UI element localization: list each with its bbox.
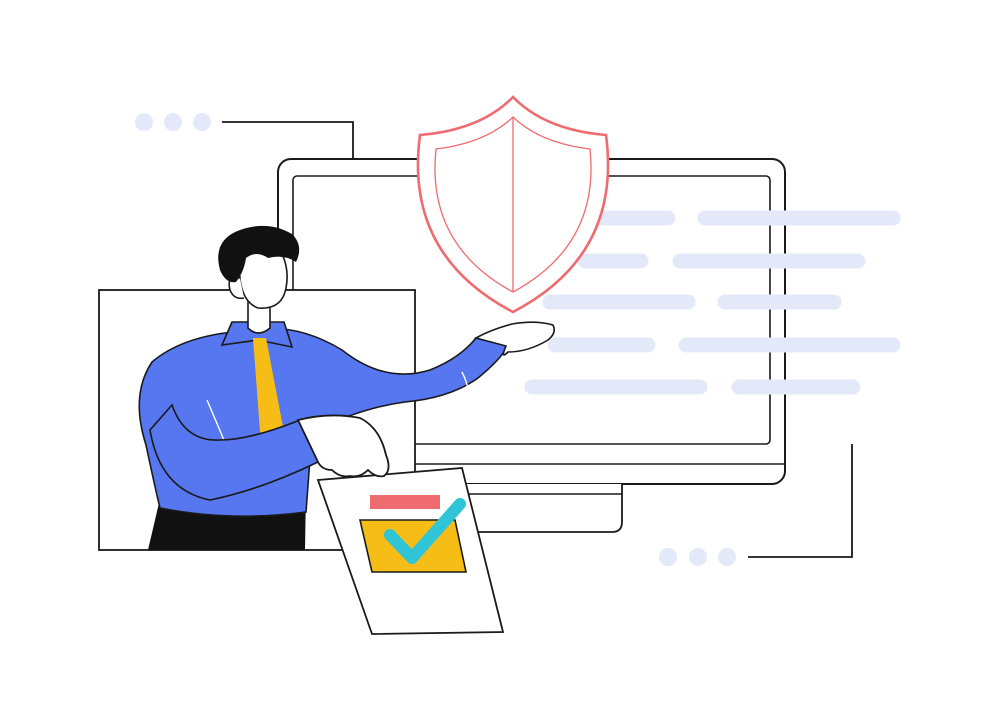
dot bbox=[164, 113, 182, 131]
open-hand bbox=[473, 321, 555, 356]
dot bbox=[135, 113, 153, 131]
face bbox=[238, 249, 288, 309]
document-title-bar bbox=[370, 495, 440, 509]
dot bbox=[689, 548, 707, 566]
dots-top-left bbox=[135, 113, 211, 131]
dots-bottom-right bbox=[659, 548, 736, 566]
hair bbox=[218, 225, 300, 283]
shirt-fold bbox=[461, 371, 470, 399]
dot bbox=[718, 548, 736, 566]
document-icon bbox=[316, 467, 505, 635]
dot bbox=[659, 548, 677, 566]
document-box bbox=[358, 519, 467, 573]
pointing-hand bbox=[296, 414, 390, 478]
checkmark-icon bbox=[384, 498, 466, 564]
dot bbox=[193, 113, 211, 131]
monitor-stand bbox=[451, 484, 623, 533]
screen-placeholder-lines bbox=[524, 210, 901, 395]
connector-line-bottom bbox=[748, 444, 853, 558]
collar bbox=[220, 321, 294, 349]
shield-icon bbox=[416, 95, 610, 314]
tie bbox=[253, 338, 284, 450]
connector-line-top bbox=[222, 121, 354, 160]
